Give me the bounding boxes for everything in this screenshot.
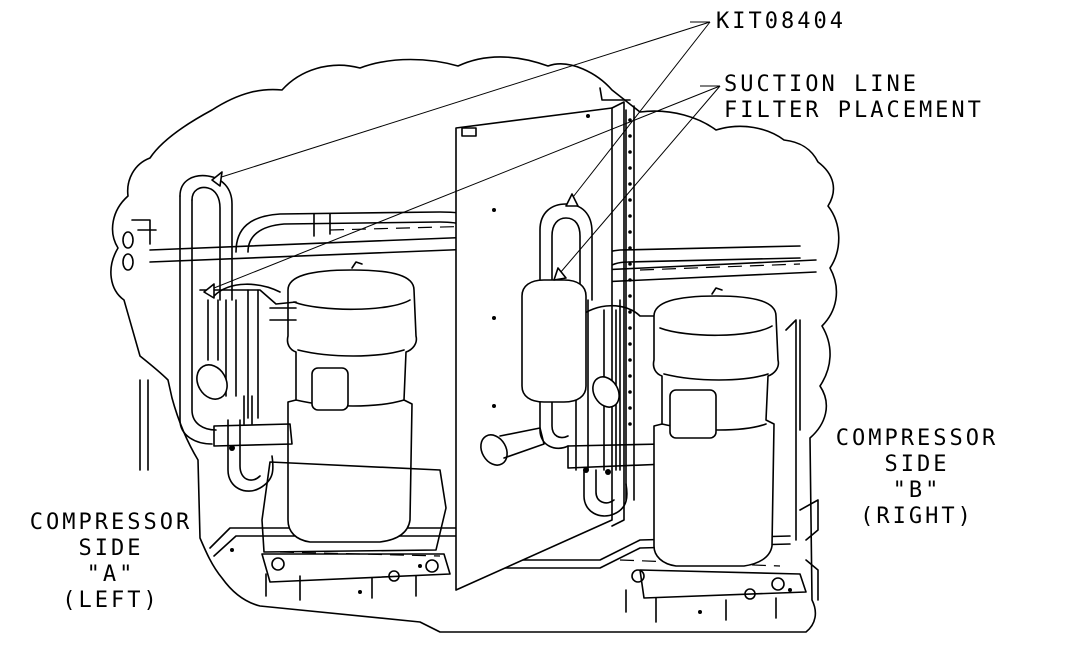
label-side-a-line4: (LEFT) [62, 588, 160, 613]
label-side-b-line2: SIDE [884, 452, 950, 477]
label-suction-filter: SUCTION LINE FILTER PLACEMENT [724, 72, 984, 124]
label-side-a-line2: SIDE [78, 536, 144, 561]
label-side-b-line4: (RIGHT) [860, 504, 974, 529]
label-filter-placement: FILTER PLACEMENT [724, 98, 984, 123]
right-frame [785, 319, 819, 601]
left-stubs [122, 219, 157, 471]
label-side-b-line3: "B" [892, 478, 942, 503]
cutaway-outline [110, 56, 840, 633]
label-side-b: COMPRESSOR SIDE "B" (RIGHT) [812, 426, 1022, 530]
label-suction-line: SUCTION LINE [724, 72, 919, 97]
base-frame [209, 527, 792, 614]
leader-arrow-icon [203, 21, 721, 299]
perforated-strip [628, 118, 632, 426]
piping-a [179, 174, 297, 492]
compressor-a-icon [261, 261, 451, 601]
compressor-b-icon [625, 287, 807, 623]
label-side-b-line1: COMPRESSOR [835, 426, 999, 451]
suction-filter-icon [521, 279, 587, 403]
label-kit: KIT08404 [716, 9, 846, 34]
label-side-a: COMPRESSOR SIDE "A" (LEFT) [6, 510, 216, 614]
label-side-a-line1: COMPRESSOR [29, 510, 193, 535]
label-side-a-line3: "A" [86, 562, 136, 587]
